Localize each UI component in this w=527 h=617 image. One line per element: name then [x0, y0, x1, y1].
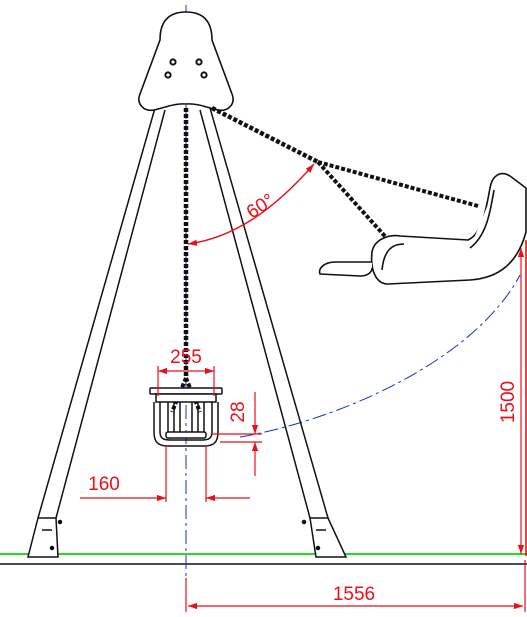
dim-swing-height: 1500	[498, 381, 519, 423]
dim-swing-reach: 1556	[333, 584, 375, 605]
dim-swing-reach-lines	[185, 560, 526, 612]
dim-seat-width: 255	[170, 347, 202, 368]
left-leg	[27, 107, 166, 558]
right-leg	[199, 107, 348, 558]
top-bracket	[138, 11, 234, 112]
swung-chain-rear	[316, 160, 394, 246]
angle-arc	[187, 163, 315, 246]
swung-chain-upper	[210, 105, 320, 165]
dim-seat-offset: 28	[228, 401, 249, 422]
swung-chain-front	[317, 160, 479, 208]
swung-seat	[318, 172, 527, 285]
dim-seat-width-lines	[157, 366, 215, 396]
dim-seat-depth-lines	[80, 446, 250, 502]
dim-seat-offset-lines	[212, 392, 262, 476]
dim-swing-height-lines	[517, 240, 527, 556]
bracket-bolt-holes	[164, 58, 208, 79]
swing-arc	[239, 274, 521, 438]
dim-seat-depth: 160	[88, 474, 120, 495]
dim-swing-angle: 60°	[243, 190, 279, 223]
hanging-seat	[149, 387, 223, 447]
